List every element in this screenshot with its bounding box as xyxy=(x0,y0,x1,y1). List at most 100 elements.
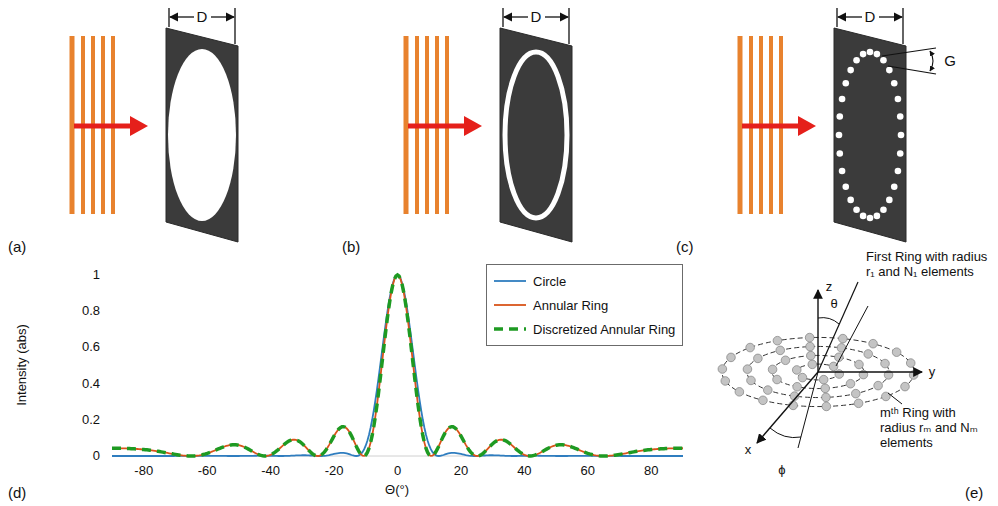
tick-label: 0 xyxy=(394,464,401,479)
array-element xyxy=(768,365,777,374)
hole-dot xyxy=(880,57,887,64)
tick-label: -80 xyxy=(134,464,153,479)
symbol-label: θ xyxy=(829,297,838,312)
array-element xyxy=(763,386,772,395)
gap-leader xyxy=(882,48,936,56)
callout-text: First Ring with radius r₁ and N₁ element… xyxy=(866,250,994,280)
hole-dot xyxy=(836,113,843,120)
array-element xyxy=(822,402,831,411)
aperture-panel xyxy=(72,8,238,242)
array-element xyxy=(773,375,782,384)
array-element xyxy=(906,359,915,368)
opaque-screen xyxy=(500,28,572,242)
array-element xyxy=(892,348,901,357)
dimension-tick xyxy=(168,8,169,27)
array-element xyxy=(864,350,873,359)
propagation-arrowhead xyxy=(798,116,816,136)
annular-aperture xyxy=(505,52,567,218)
propagation-arrow xyxy=(408,124,466,129)
hole-dot xyxy=(880,206,887,213)
hole-dot xyxy=(853,57,860,64)
hole-dot xyxy=(842,183,849,190)
hole-dot xyxy=(847,67,854,74)
ring-leader xyxy=(836,306,868,366)
legend-line xyxy=(494,280,526,282)
legend-entry: Circle xyxy=(493,269,676,293)
hole-dot xyxy=(867,215,874,222)
hole-dot xyxy=(874,51,881,58)
array-element xyxy=(874,381,883,390)
array-element xyxy=(727,353,736,362)
propagation-arrow xyxy=(74,124,132,129)
aperture-panel xyxy=(740,8,936,242)
array-element xyxy=(743,365,752,374)
hole-dot xyxy=(860,51,867,58)
y-axis xyxy=(818,371,922,372)
wavefront-line xyxy=(70,36,75,214)
panel-label: (c) xyxy=(676,238,694,255)
hole-dot xyxy=(895,168,902,175)
circular-aperture xyxy=(168,49,236,221)
dimension-label: D xyxy=(531,8,542,25)
tick-label: 0.4 xyxy=(82,376,100,391)
array-element xyxy=(754,354,763,363)
hole-dot xyxy=(895,96,902,103)
legend-entry: Annular Ring xyxy=(493,293,676,317)
wavefront-line xyxy=(738,36,743,214)
hole-dot xyxy=(886,197,893,204)
dimension-arrow xyxy=(170,16,194,17)
hole-dot xyxy=(897,113,904,120)
hole-dot xyxy=(860,213,867,220)
tick-label: 80 xyxy=(644,464,658,479)
array-element xyxy=(718,365,727,374)
annular-curve xyxy=(112,275,683,456)
direction-line xyxy=(818,282,858,372)
phi-arc xyxy=(770,428,801,438)
hole-dot xyxy=(839,96,846,103)
symbol-label: z xyxy=(825,280,834,295)
array-element xyxy=(881,359,890,368)
dimension-tick xyxy=(902,8,903,44)
array-element xyxy=(808,360,817,369)
array-element xyxy=(807,351,816,360)
tick-label: -60 xyxy=(198,464,217,479)
tick-label: 40 xyxy=(517,464,531,479)
tick-label: -20 xyxy=(325,464,344,479)
propagation-arrowhead xyxy=(130,116,148,136)
wavefront-line xyxy=(404,36,409,214)
dimension-arrow xyxy=(504,16,528,17)
legend-entry: Discretized Annular Ring xyxy=(493,317,676,341)
dimension-tick xyxy=(568,8,569,44)
symbol-label: y xyxy=(928,365,937,380)
array-element xyxy=(839,334,848,343)
array-element xyxy=(851,389,860,398)
chart-legend: CircleAnnular RingDiscretized Annular Ri… xyxy=(486,264,683,346)
dimension-tick xyxy=(836,8,837,27)
hole-dot xyxy=(839,168,846,175)
hole-dot xyxy=(886,67,893,74)
array-element xyxy=(855,360,864,369)
dimension-tick xyxy=(502,8,503,27)
tick-label: 20 xyxy=(454,464,468,479)
callout-text: mᵗʰ Ring with radius rₘ and Nₘ elements xyxy=(880,406,992,451)
symbol-label: ϕ xyxy=(777,463,786,478)
ring-leader xyxy=(888,393,902,404)
array-element xyxy=(869,339,878,348)
hole-dot xyxy=(897,150,904,157)
tick-label: -40 xyxy=(261,464,280,479)
array-element xyxy=(806,342,815,351)
tick-label: 0.6 xyxy=(82,340,100,355)
legend-line-sample xyxy=(493,276,527,286)
dimension-tick xyxy=(234,8,235,44)
legend-line-sample xyxy=(493,324,527,334)
hole-dot xyxy=(891,80,898,87)
array-element xyxy=(821,384,830,393)
array-element xyxy=(829,362,838,371)
z-axis xyxy=(817,290,818,372)
propagation-arrowhead xyxy=(464,116,482,136)
hole-dot xyxy=(836,132,843,139)
panel-label: (b) xyxy=(342,238,360,255)
opaque-screen xyxy=(834,28,906,242)
tick-label: 60 xyxy=(581,464,595,479)
